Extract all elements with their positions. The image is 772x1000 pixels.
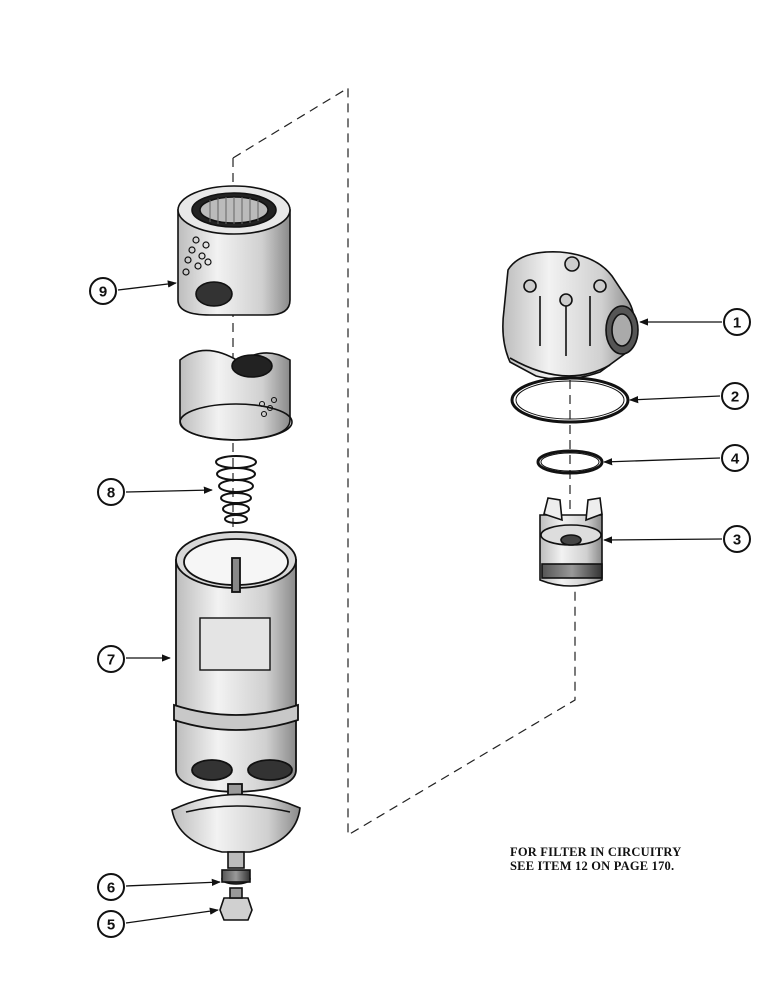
part-8-spring (215, 455, 257, 524)
callout-4: 4 (721, 444, 749, 472)
callout-3: 3 (723, 525, 751, 553)
callout-2: 2 (721, 382, 749, 410)
part-5-drain-plug (219, 887, 253, 921)
callout-5: 5 (97, 910, 125, 938)
leader-lines (117, 280, 723, 924)
leader-2 (629, 395, 721, 404)
part-1-filter-head (502, 251, 639, 380)
leader-3 (603, 536, 723, 544)
callout-7: 7 (97, 645, 125, 673)
callout-9-label: 9 (99, 284, 107, 301)
leader-5 (125, 907, 219, 924)
part-9-filter-element (177, 185, 291, 316)
part-7-filter-canister (173, 531, 299, 807)
callout-6: 6 (97, 873, 125, 901)
leader-6 (125, 878, 221, 887)
callout-4-label: 4 (731, 451, 740, 468)
circuitry-reference-note: FOR FILTER IN CIRCUITRY SEE ITEM 12 ON P… (510, 845, 681, 873)
leader-8 (125, 486, 213, 494)
callout-2-label: 2 (731, 389, 739, 406)
part-2-large-o-ring (510, 376, 630, 424)
part-6-washer (221, 869, 251, 885)
callout-3-label: 3 (733, 532, 741, 549)
callout-1-label: 1 (733, 315, 741, 332)
callout-1: 1 (723, 308, 751, 336)
leader-4 (603, 457, 721, 466)
callout-9: 9 (89, 277, 117, 305)
part-4-small-o-ring (536, 449, 604, 475)
drain-bowl (171, 793, 301, 869)
callout-8-label: 8 (107, 485, 115, 502)
part-9-filter-lower (179, 349, 293, 441)
note-line-2: SEE ITEM 12 ON PAGE 170. (510, 859, 675, 873)
callout-5-label: 5 (107, 917, 115, 934)
note-line-1: FOR FILTER IN CIRCUITRY (510, 845, 682, 859)
leader-9 (117, 280, 177, 291)
part-3-adapter (539, 497, 603, 587)
callout-6-label: 6 (107, 880, 115, 897)
callout-7-label: 7 (107, 652, 115, 669)
callout-8: 8 (97, 478, 125, 506)
